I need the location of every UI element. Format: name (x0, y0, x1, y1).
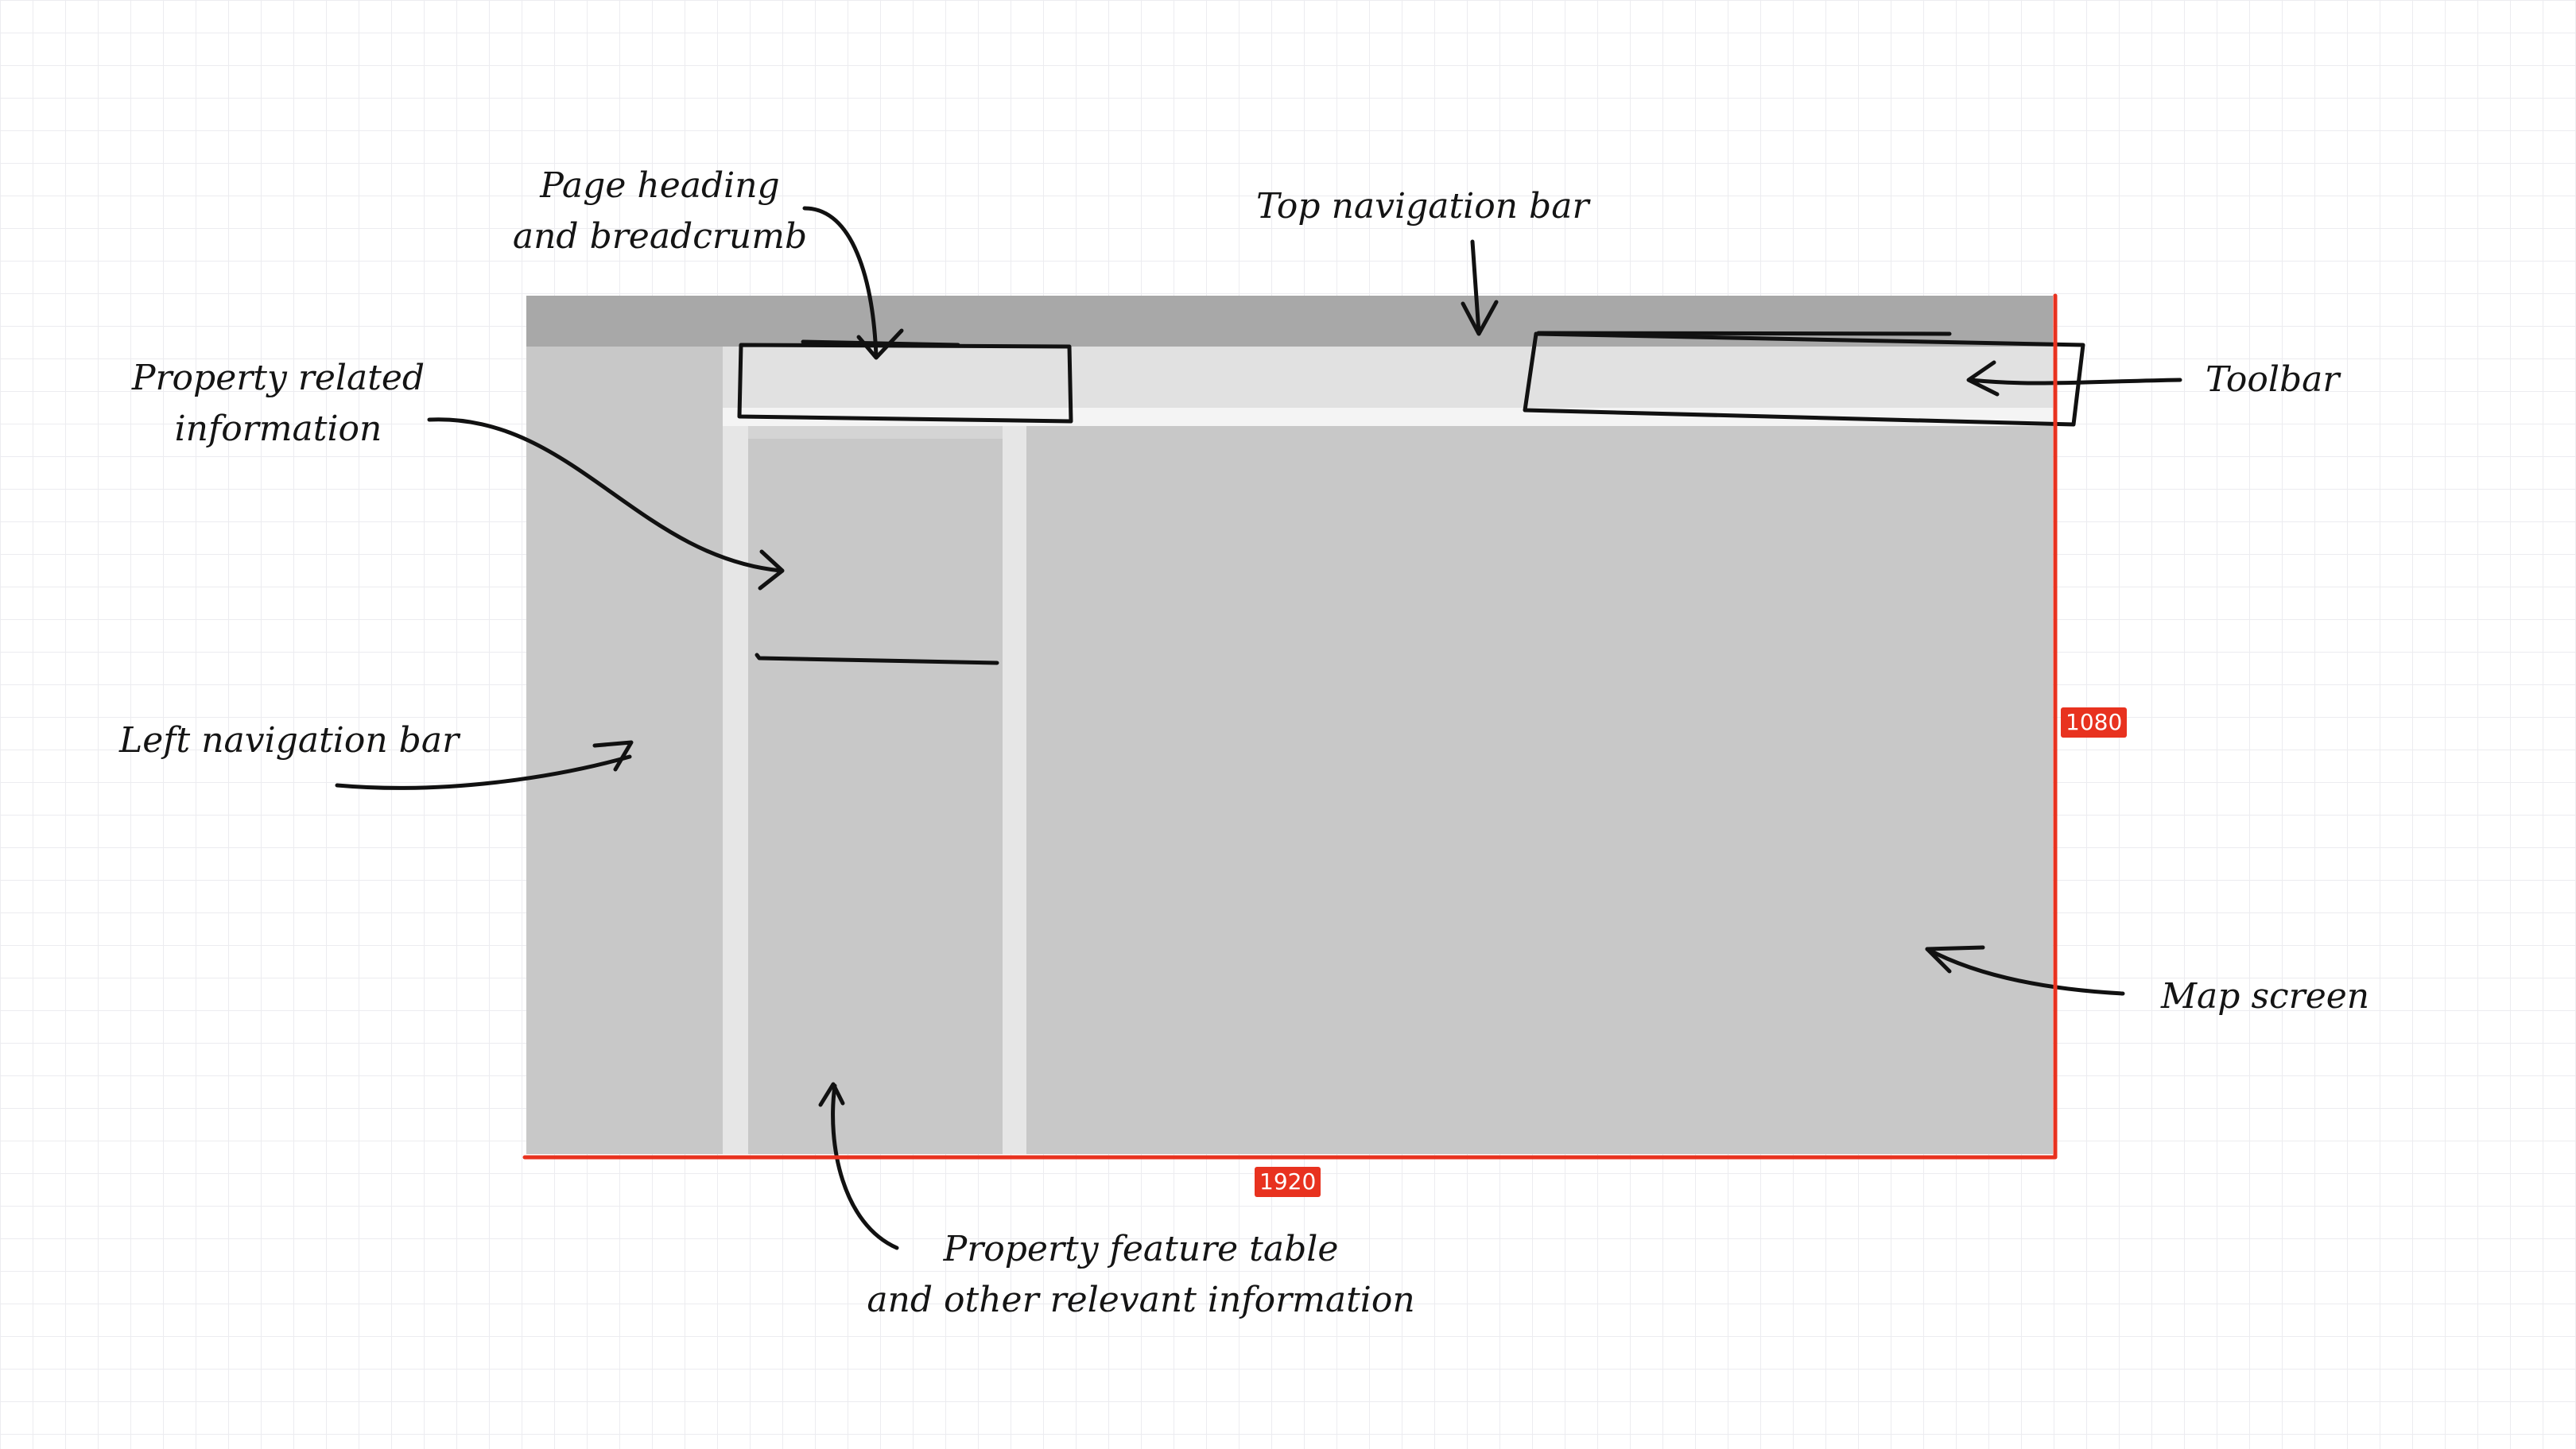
toolbar-overline (1536, 331, 1952, 336)
property-info-label: Property related information (127, 353, 429, 455)
toolbar-box (1523, 331, 2085, 427)
page-heading-overline (801, 339, 960, 347)
toolbar-arrowhead (1966, 360, 2000, 397)
toolbar-label: Toolbar (2206, 359, 2340, 400)
map-screen-arrowhead (1925, 945, 1985, 974)
page-heading-label: Page heading and breadcrumb (477, 161, 843, 262)
page-header-strip (723, 347, 2053, 408)
feature-table-label: Property feature table and other relevan… (835, 1224, 1447, 1326)
map-screen (1026, 426, 2053, 1154)
toolbar-arrow (1968, 378, 2182, 385)
left-nav-arrow (335, 754, 632, 790)
page-heading-label-line: Page heading (540, 165, 780, 206)
left-nav-arrowhead (592, 740, 634, 772)
panel-divider-line (755, 653, 999, 665)
panel-right-gutter (1003, 426, 1026, 1154)
page-heading-label-line: and breadcrumb (512, 216, 808, 257)
feature-table-label-line: Property feature table (943, 1229, 1339, 1269)
property-panel (748, 439, 1003, 1154)
map-screen-arrow (1925, 947, 2125, 996)
height-dimension-badge: 1080 (2061, 707, 2128, 738)
property-info-label-line: information (174, 409, 382, 449)
property-info-label-line: Property related (131, 358, 425, 398)
top-navigation-label: Top navigation bar (1256, 186, 1589, 227)
page-heading-arrowhead (856, 328, 904, 360)
property-info-arrowhead (758, 549, 785, 591)
width-dimension-badge: 1920 (1255, 1167, 1321, 1197)
page-heading-box (737, 343, 1073, 424)
feature-table-arrowhead (818, 1082, 845, 1107)
top-nav-arrow (1470, 239, 1481, 335)
left-navigation-label: Left navigation bar (119, 720, 460, 761)
map-screen-label: Map screen (2161, 976, 2370, 1017)
feature-table-label-line: and other relevant information (867, 1280, 1415, 1320)
feature-table-arrow (831, 1083, 899, 1250)
panel-left-gutter (723, 426, 748, 1154)
property-info-arrow (427, 417, 783, 573)
top-nav-arrowhead (1461, 300, 1499, 336)
page-heading-arrow (802, 206, 879, 358)
